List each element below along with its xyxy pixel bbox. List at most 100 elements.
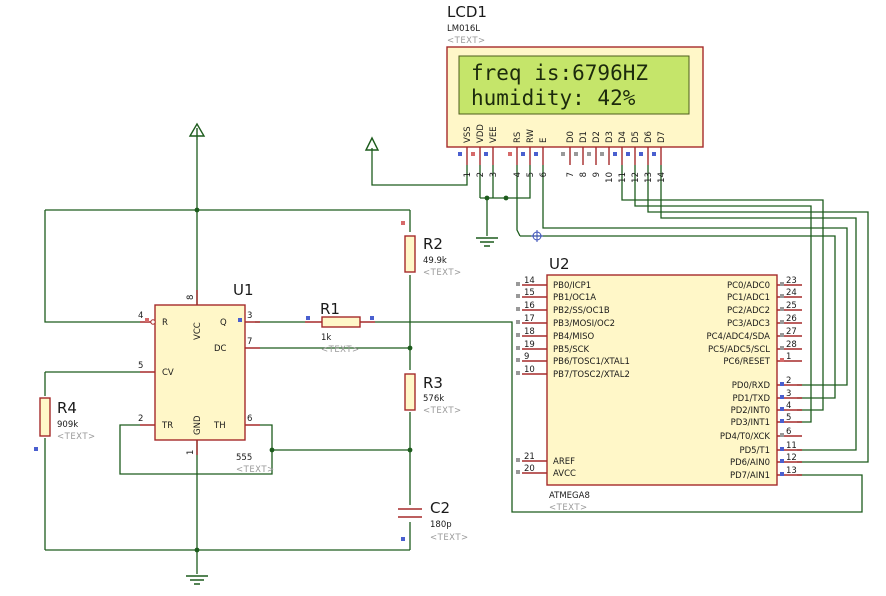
r2-resistor: R2 49.9k <TEXT> <box>401 221 462 278</box>
lcd-pin-label: D6 <box>644 131 654 143</box>
r4-placeholder-label: <TEXT> <box>57 432 96 442</box>
u2-left-pin-label: PB6/TOSC1/XTAL1 <box>553 357 630 367</box>
u1-ref-label: U1 <box>233 281 254 299</box>
u2-right-pin-num: 4 <box>786 401 791 411</box>
lcd-placeholder-label: <TEXT> <box>447 36 486 46</box>
u2-right-pin-label: PD5/T1 <box>739 446 770 456</box>
lcd-line-2: humidity: 42% <box>471 86 636 110</box>
lcd-pin-num: 6 <box>539 172 549 177</box>
u2-right-pin-label: PD6/AIN0 <box>730 458 770 468</box>
lcd-pin-label: RS <box>513 132 523 143</box>
c2-capacitor: C2 180p <TEXT> <box>398 499 469 543</box>
u2-left-pin-num: 14 <box>524 276 535 286</box>
u2-left-pins: PB0/ICP114PB1/OC1A15PB2/SS/OC1B16PB3/MOS… <box>516 276 630 479</box>
u2-right-pin-num: 23 <box>786 276 797 286</box>
c2-value-label: 180p <box>430 520 452 530</box>
u2-right-pin-label: PD3/INT1 <box>731 418 770 428</box>
u2-right-pin-num: 26 <box>786 314 797 324</box>
c2-ref-label: C2 <box>430 499 450 517</box>
u2-part-label: ATMEGA8 <box>549 491 590 501</box>
u1-pin-th-num: 6 <box>247 414 252 424</box>
u1-part-label: 555 <box>236 453 252 463</box>
u2-left-pin-num: 15 <box>524 288 535 298</box>
lcd-pin-num: 14 <box>657 172 667 183</box>
u2-right-pin-label: PC2/ADC2 <box>727 306 770 316</box>
r1-resistor: R1 1k <TEXT> <box>305 300 375 355</box>
u2-left-pin-label: PB3/MOSI/OC2 <box>553 319 615 329</box>
r3-value-label: 576k <box>423 394 444 404</box>
u2-left-pin-label: AREF <box>553 457 575 467</box>
u2-placeholder-label: <TEXT> <box>549 503 588 513</box>
wires <box>44 140 869 574</box>
u2-right-pin-label: PC1/ADC1 <box>727 293 770 303</box>
lcd-pin-num: 3 <box>489 172 499 177</box>
u2-left-pin-num: 9 <box>524 352 529 362</box>
u1-pin-gnd-num: 1 <box>186 450 196 455</box>
u1-pin-tr-label: TR <box>161 421 173 431</box>
c2-placeholder-label: <TEXT> <box>430 533 469 543</box>
r3-placeholder-label: <TEXT> <box>423 406 462 416</box>
u2-right-pin-label: PC0/ADC0 <box>727 281 770 291</box>
u1-pin-cv-num: 5 <box>138 361 143 371</box>
u1-pin-dc-num: 7 <box>247 337 252 347</box>
r4-ref-label: R4 <box>57 399 77 417</box>
lcd-pin-num: 13 <box>644 172 654 183</box>
u2-ref-label: U2 <box>549 255 570 273</box>
lcd-model-label: LM016L <box>447 24 480 34</box>
u2-right-pin-label: PC6/RESET <box>723 357 770 367</box>
u2-right-pin-label: PC3/ADC3 <box>727 319 770 329</box>
u1-555-timer: U1 555 <TEXT> R Q DC CV TR TH VCC GND 4 … <box>138 281 274 475</box>
u2-right-pin-label: PC4/ADC4/SDA <box>706 332 770 342</box>
lcd-pin-label: D5 <box>631 131 641 143</box>
u1-pin-vcc-label: VCC <box>193 322 203 340</box>
u1-pin-th-label: TH <box>213 421 226 431</box>
u1-pin-cv-label: CV <box>162 368 174 378</box>
lcd-pin-num: 5 <box>526 172 536 177</box>
lcd-pin-label: D2 <box>592 131 602 143</box>
u1-pin-q-num: 3 <box>247 311 252 321</box>
u2-left-pin-num: 21 <box>524 452 535 462</box>
u2-right-pin-num: 5 <box>786 413 791 423</box>
u1-pin-r-label: R <box>162 318 168 328</box>
u2-left-pin-label: PB1/OC1A <box>553 293 596 303</box>
lcd-pin-label: E <box>539 138 549 143</box>
lcd-pin-num: 10 <box>605 172 615 183</box>
lcd-pin-label: VEE <box>489 126 499 143</box>
lcd-screen <box>458 55 690 115</box>
u2-atmega8: U2 ATMEGA8 <TEXT> PB0/ICP114PB1/OC1A15PB… <box>516 255 802 513</box>
lcd-pin-num: 4 <box>513 172 523 177</box>
u2-left-pin-num: 19 <box>524 340 535 350</box>
u1-pin-vcc-num: 8 <box>186 295 196 300</box>
u2-right-pin-label: PD2/INT0 <box>731 406 770 416</box>
lcd-line-1: freq is:6796HZ <box>471 61 648 85</box>
lcd-pin-num: 7 <box>566 172 576 177</box>
lcd-pin-num: 2 <box>476 172 486 177</box>
r1-ref-label: R1 <box>320 300 340 318</box>
r2-value-label: 49.9k <box>423 256 447 266</box>
u2-right-pin-num: 11 <box>786 441 797 451</box>
lcd-pin-label: D3 <box>605 131 615 143</box>
lcd-pin-label: D1 <box>579 131 589 143</box>
power-arrow-lcd-icon <box>364 136 380 151</box>
r3-ref-label: R3 <box>423 374 443 392</box>
u1-pin-tr-num: 2 <box>138 414 143 424</box>
u2-right-pin-num: 6 <box>786 427 791 437</box>
junctions <box>194 195 509 553</box>
u1-pin-dc-label: DC <box>214 344 227 354</box>
u2-right-pin-num: 28 <box>786 340 797 350</box>
u2-right-pin-num: 1 <box>786 352 791 362</box>
u1-pin-r-num: 4 <box>138 311 143 321</box>
u2-right-pin-label: PD7/AIN1 <box>730 471 770 481</box>
u2-right-pin-num: 12 <box>786 453 797 463</box>
lcd-pin-num: 8 <box>579 172 589 177</box>
r4-value-label: 909k <box>57 420 78 430</box>
u2-left-pin-label: PB7/TOSC2/XTAL2 <box>553 370 630 380</box>
r4-resistor: R4 909k <TEXT> <box>34 397 96 451</box>
r1-placeholder-label: <TEXT> <box>321 345 360 355</box>
u2-left-pin-num: 16 <box>524 301 535 311</box>
r2-placeholder-label: <TEXT> <box>423 268 462 278</box>
lcd-display: LCD1 LM016L <TEXT> freq is:6796HZ humidi… <box>446 3 704 183</box>
lcd-pin-label: D7 <box>657 131 667 143</box>
